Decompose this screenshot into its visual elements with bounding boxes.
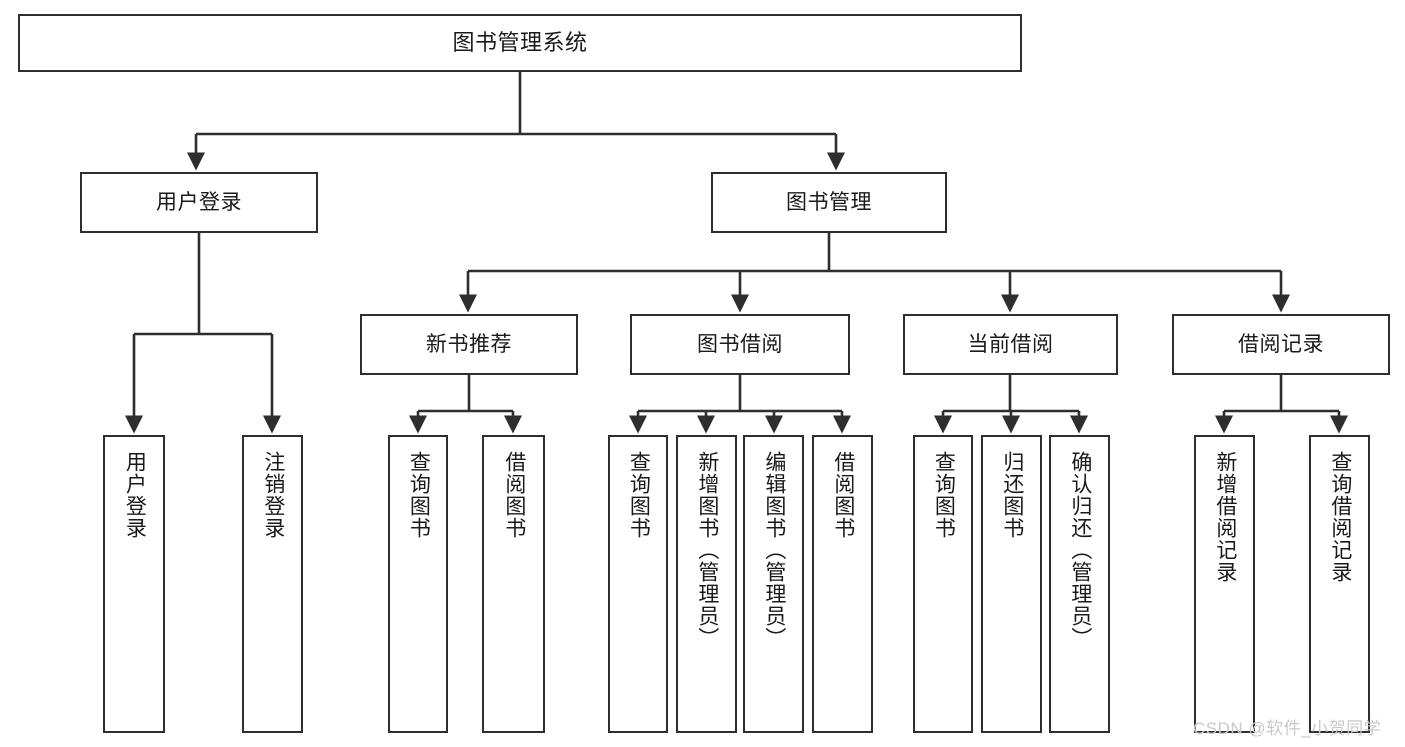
node-new-book-recommend[interactable]: 新书推荐 xyxy=(360,314,578,375)
leaf-query-book-borrow[interactable]: 查询图书 xyxy=(608,435,668,733)
leaf-user-login-label: 用户登录 xyxy=(123,451,147,539)
leaf-add-borrow-record[interactable]: 新增借阅记录 xyxy=(1194,435,1255,733)
leaf-query-book-newbook-label: 查询图书 xyxy=(407,451,431,539)
leaf-lend-book-label: 借阅图书 xyxy=(831,451,855,539)
leaf-user-login[interactable]: 用户登录 xyxy=(103,435,165,733)
leaf-query-book-borrow-label: 查询图书 xyxy=(627,451,651,539)
leaf-query-borrow-record-label: 查询借阅记录 xyxy=(1328,451,1352,583)
leaf-add-book-admin-label: 新增图书（管理员） xyxy=(695,451,719,649)
leaf-add-borrow-record-label: 新增借阅记录 xyxy=(1213,451,1237,583)
leaf-return-book-label: 归还图书 xyxy=(1000,451,1024,539)
leaf-borrow-book-newbook[interactable]: 借阅图书 xyxy=(482,435,545,733)
leaf-confirm-return-admin-label: 确认归还（管理员） xyxy=(1068,451,1092,649)
leaf-query-book-current-label: 查询图书 xyxy=(932,451,956,539)
leaf-edit-book-admin-label: 编辑图书（管理员） xyxy=(762,451,786,649)
leaf-borrow-book-newbook-label: 借阅图书 xyxy=(502,451,526,539)
node-user-login-label: 用户登录 xyxy=(156,190,242,214)
leaf-query-borrow-record[interactable]: 查询借阅记录 xyxy=(1309,435,1370,733)
leaf-lend-book[interactable]: 借阅图书 xyxy=(812,435,873,733)
node-book-management-label: 图书管理 xyxy=(786,190,872,214)
leaf-query-book-current[interactable]: 查询图书 xyxy=(913,435,973,733)
node-book-management[interactable]: 图书管理 xyxy=(711,172,947,233)
leaf-confirm-return-admin[interactable]: 确认归还（管理员） xyxy=(1049,435,1110,733)
node-current-borrow-label: 当前借阅 xyxy=(967,332,1054,356)
leaf-edit-book-admin[interactable]: 编辑图书（管理员） xyxy=(743,435,804,733)
leaf-user-logout-label: 注销登录 xyxy=(261,451,285,539)
node-book-borrow[interactable]: 图书借阅 xyxy=(630,314,850,375)
node-root-label: 图书管理系统 xyxy=(452,29,588,55)
node-borrow-record-label: 借阅记录 xyxy=(1238,332,1324,356)
node-current-borrow[interactable]: 当前借阅 xyxy=(903,314,1118,375)
leaf-add-book-admin[interactable]: 新增图书（管理员） xyxy=(676,435,737,733)
node-book-borrow-label: 图书借阅 xyxy=(697,332,783,356)
node-new-book-recommend-label: 新书推荐 xyxy=(426,332,512,356)
leaf-return-book[interactable]: 归还图书 xyxy=(981,435,1042,733)
node-root[interactable]: 图书管理系统 xyxy=(18,14,1022,72)
node-user-login[interactable]: 用户登录 xyxy=(80,172,318,233)
watermark: CSDN @软件_小贺同学 xyxy=(1193,719,1382,738)
node-borrow-record[interactable]: 借阅记录 xyxy=(1172,314,1390,375)
leaf-query-book-newbook[interactable]: 查询图书 xyxy=(388,435,448,733)
edge-group xyxy=(124,72,1349,434)
leaf-user-logout[interactable]: 注销登录 xyxy=(242,435,303,733)
